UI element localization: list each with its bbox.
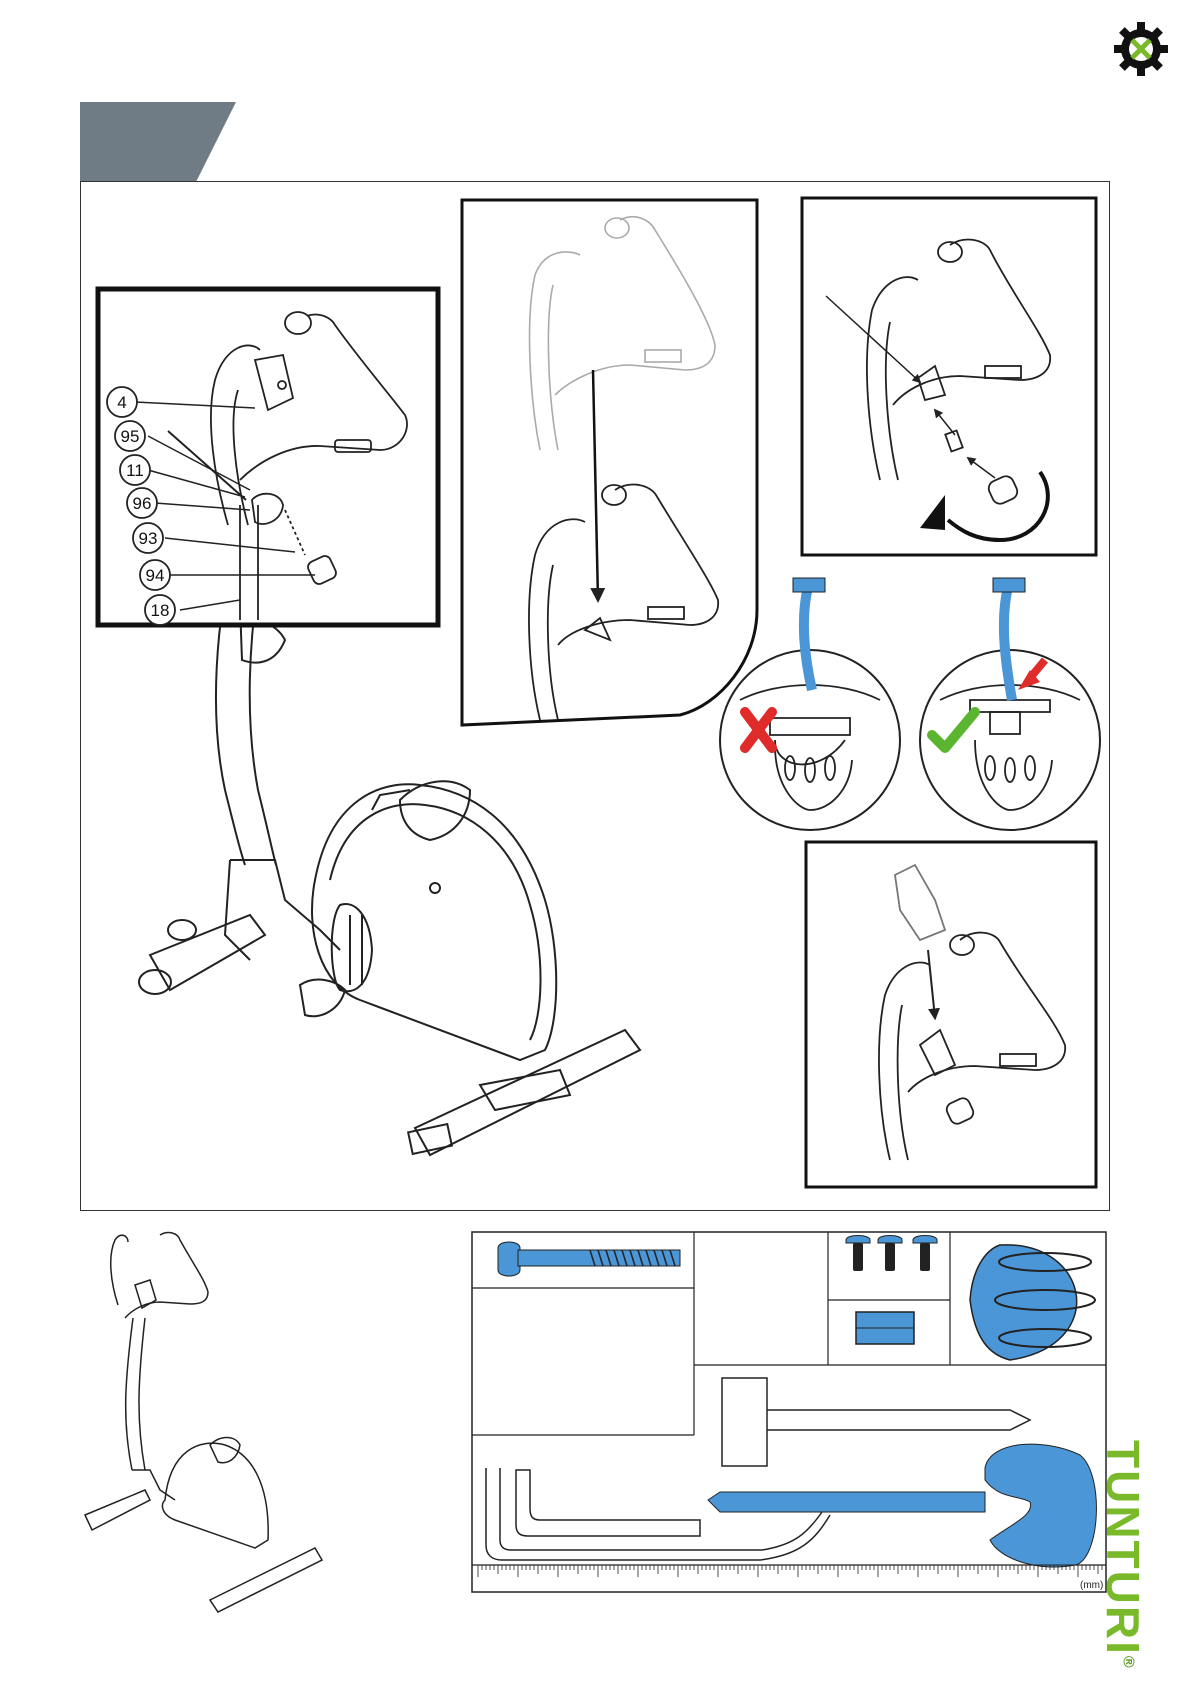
brand-name: TUNTURI: [1097, 1440, 1149, 1656]
callout-96: 96: [133, 494, 152, 513]
callout-94: 94: [146, 566, 165, 585]
callout-11: 11: [126, 461, 144, 480]
brand-registered-mark: ®: [1119, 1656, 1136, 1670]
screws-part: [846, 1236, 937, 1272]
callout-4: 4: [117, 393, 126, 412]
callout-95: 95: [121, 427, 140, 446]
bike-overview-thumbnail: [85, 1233, 322, 1612]
brand-logo: TUNTURI®: [1096, 1440, 1150, 1670]
cable-routing-box: [462, 200, 757, 725]
console-mount-box: [806, 842, 1096, 1187]
callout-93: 93: [139, 529, 158, 548]
callout-18: 18: [151, 601, 170, 620]
